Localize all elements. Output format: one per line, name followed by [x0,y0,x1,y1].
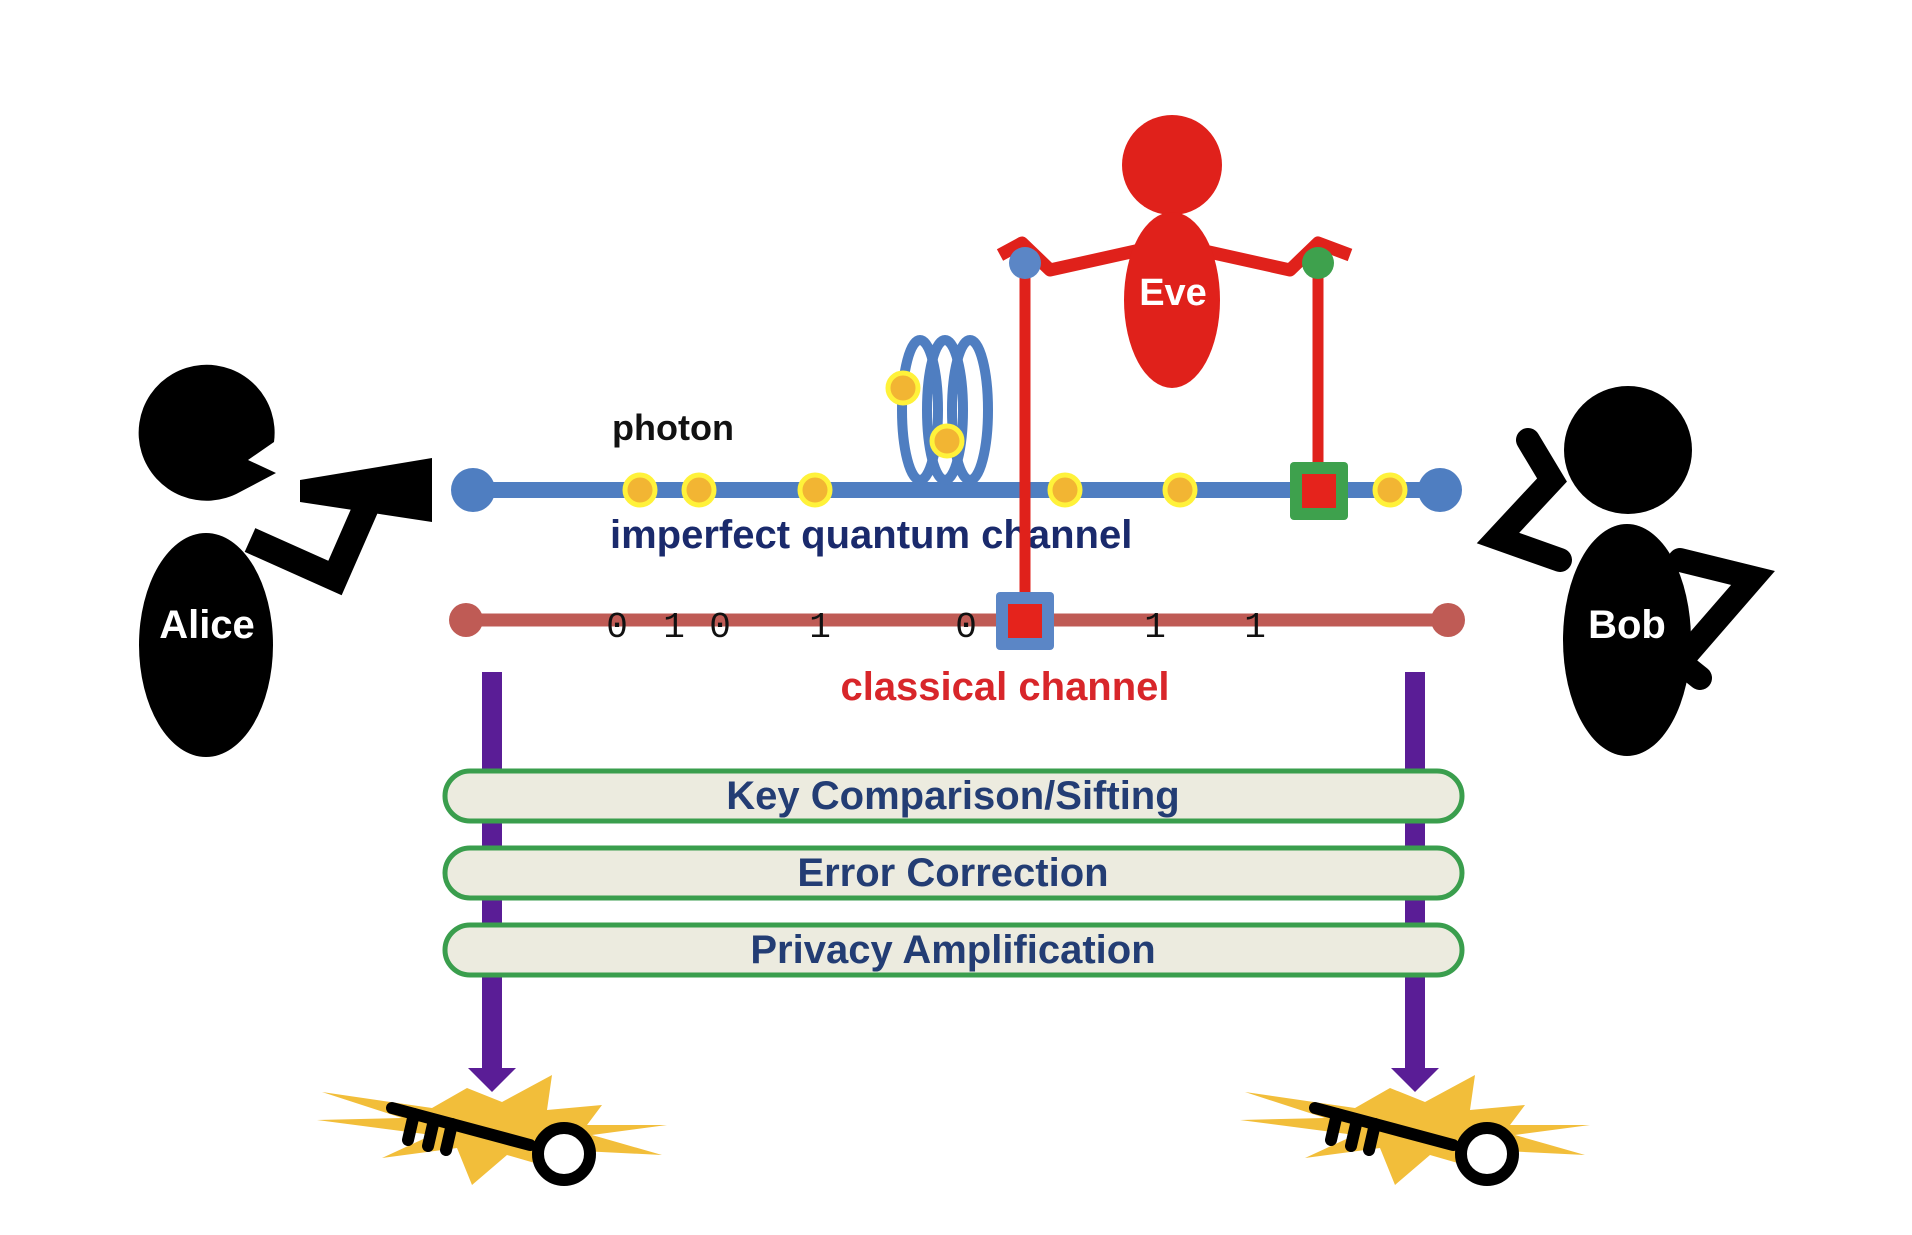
eve-left-hand-dot [1009,247,1041,279]
classical-channel-alice-endpoint [449,603,483,637]
quantum-channel-bob-endpoint [1418,468,1462,512]
bit: 1 [1244,607,1266,648]
step-label: Error Correction [797,851,1108,895]
classical-channel-bob-endpoint [1431,603,1465,637]
step-error-correction: Error Correction [442,845,1465,901]
megaphone-icon [300,458,432,522]
photons [622,370,1408,508]
step-key-sifting: Key Comparison/Sifting [442,768,1465,824]
bob-figure: Bob [1476,386,1775,756]
alice-label: Alice [159,603,255,647]
eve-classical-tap [996,592,1054,650]
step-privacy-amplification: Privacy Amplification [442,922,1465,978]
alice-arm [244,492,382,596]
key-icon [386,1102,596,1186]
eve-head [1122,115,1222,215]
alice-head [138,364,276,501]
classical-channel-label: classical channel [840,665,1169,709]
photon [929,423,965,459]
eve-figure: Eve [996,115,1353,600]
bit: 0 [606,607,628,648]
bob-head [1564,386,1692,514]
bob-body [1563,524,1691,756]
bit: 1 [663,607,685,648]
quantum-channel: photon imperfect quantum channel [451,335,1462,557]
photon [797,472,833,508]
eve-quantum-tap [1290,462,1348,520]
photon [1162,472,1198,508]
photon [681,472,717,508]
photon [885,370,921,406]
key-icon [1309,1102,1519,1186]
bob-label: Bob [1588,603,1666,647]
eve-label: Eve [1139,272,1207,314]
eve-right-hand-dot [1302,247,1334,279]
photon [1047,472,1083,508]
step-label: Privacy Amplification [750,928,1155,972]
alice-figure: Alice [138,364,432,757]
bit: 1 [809,607,831,648]
photon [1372,472,1408,508]
bit: 1 [1144,607,1166,648]
bob-arm-hip [1662,548,1775,690]
photon [622,472,658,508]
bit: 0 [709,607,731,648]
post-processing-steps: Key Comparison/Sifting Error Correction … [442,768,1465,978]
photon-label: photon [612,407,734,448]
bob-key [1240,1075,1590,1186]
eve-body [1124,212,1220,388]
quantum-channel-alice-endpoint [451,468,495,512]
alice-body [139,533,273,757]
classical-bits: 0 1 0 1 0 1 1 [606,607,1266,648]
bob-arm-raised [1476,428,1572,572]
bit: 0 [955,607,977,648]
step-label: Key Comparison/Sifting [726,774,1179,818]
quantum-channel-label: imperfect quantum channel [610,513,1132,557]
fiber-coil-icon [897,335,993,485]
alice-key [317,1075,667,1186]
classical-channel: 0 1 0 1 0 1 1 classical channel [449,603,1465,709]
